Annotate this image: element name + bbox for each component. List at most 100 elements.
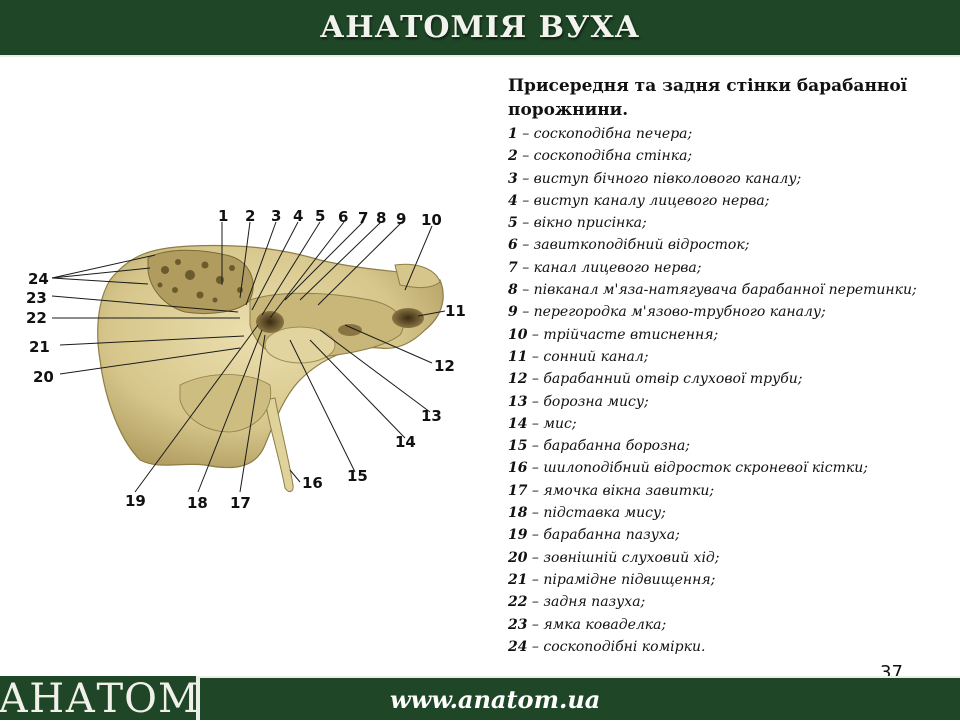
legend-text: – барабанна борозна; bbox=[527, 438, 691, 455]
figure-label-5: 5 bbox=[315, 207, 325, 225]
legend-text: – зовнішній слуховий хід; bbox=[527, 549, 720, 566]
legend-text: – півканал м'яза-натягувача барабанної п… bbox=[517, 282, 917, 299]
legend-text: – барабанний отвір слухової труби; bbox=[527, 371, 803, 388]
legend-item: 13 – борозна мису; bbox=[508, 391, 958, 413]
legend-text: – канал лицевого нерва; bbox=[517, 259, 702, 276]
legend-item: 7 – канал лицевого нерва; bbox=[508, 257, 958, 279]
legend-text: – виступ каналу лицевого нерва; bbox=[517, 192, 770, 209]
figure-label-2: 2 bbox=[245, 207, 255, 225]
figure-label-20: 20 bbox=[33, 368, 54, 386]
legend-number: 18 bbox=[508, 505, 528, 522]
legend-number: 16 bbox=[508, 460, 528, 477]
legend-text: – борозна мису; bbox=[527, 393, 649, 410]
legend-number: 22 bbox=[508, 594, 528, 611]
figure-label-10: 10 bbox=[421, 211, 442, 229]
figure-label-9: 9 bbox=[396, 210, 406, 228]
figure-label-17: 17 bbox=[230, 494, 251, 512]
legend-item: 24 – соскоподібні комірки. bbox=[508, 636, 958, 658]
temporal-bone-illustration: 1 2 3 4 5 6 7 8 9 10 11 12 13 14 15 16 1… bbox=[26, 207, 466, 512]
legend-text: – сонний канал; bbox=[527, 348, 649, 365]
figure-label-13: 13 bbox=[421, 407, 442, 425]
tympanic-part bbox=[179, 374, 272, 433]
legend-item: 12 – барабанний отвір слухової труби; bbox=[508, 368, 958, 390]
legend-number: 11 bbox=[508, 348, 528, 365]
legend-item: 8 – півканал м'яза-натягувача барабанної… bbox=[508, 279, 958, 301]
legend-list: 1 – соскоподібна печера;2 – соскоподібна… bbox=[508, 123, 958, 658]
figure-label-3: 3 bbox=[271, 207, 281, 225]
legend-number: 12 bbox=[508, 371, 528, 388]
legend-number: 4 bbox=[508, 192, 518, 209]
figure-label-8: 8 bbox=[376, 209, 386, 227]
legend-text: – соскоподібна печера; bbox=[517, 126, 693, 142]
legend-item: 1 – соскоподібна печера; bbox=[508, 123, 958, 145]
figure-label-19: 19 bbox=[125, 492, 146, 510]
figure-label-11: 11 bbox=[445, 302, 466, 320]
legend-item: 16 – шилоподібний відросток скроневої кі… bbox=[508, 457, 958, 479]
legend-number: 13 bbox=[508, 393, 528, 410]
figure-label-18: 18 bbox=[187, 494, 208, 512]
legend-number: 1 bbox=[508, 126, 518, 142]
legend-item: 20 – зовнішній слуховий хід; bbox=[508, 547, 958, 569]
legend-text: – соскоподібна стінка; bbox=[517, 148, 693, 165]
legend-text: – підставка мису; bbox=[527, 505, 666, 522]
figure-label-4: 4 bbox=[293, 207, 303, 225]
legend-number: 7 bbox=[508, 259, 518, 276]
anatom-logo: АНАТОМ bbox=[0, 676, 200, 722]
legend-text: – виступ бічного півколового каналу; bbox=[517, 170, 802, 187]
legend-number: 24 bbox=[508, 638, 528, 655]
legend-item: 22 – задня пазуха; bbox=[508, 591, 958, 613]
legend-number: 14 bbox=[508, 415, 528, 432]
figure-label-23: 23 bbox=[26, 289, 47, 307]
figure-label-1: 1 bbox=[218, 207, 228, 225]
legend-number: 6 bbox=[508, 237, 518, 254]
figure-label-14: 14 bbox=[395, 433, 416, 451]
legend-text: – барабанна пазуха; bbox=[527, 527, 680, 544]
legend-item: 14 – мис; bbox=[508, 413, 958, 435]
legend-number: 21 bbox=[508, 571, 528, 588]
legend-number: 15 bbox=[508, 438, 528, 455]
legend-number: 10 bbox=[508, 326, 528, 343]
oval-window bbox=[256, 311, 284, 333]
legend-item: 19 – барабанна пазуха; bbox=[508, 524, 958, 546]
legend-text: – ямочка вікна завитки; bbox=[527, 482, 715, 499]
legend-number: 20 bbox=[508, 549, 528, 566]
figure-label-16: 16 bbox=[302, 474, 323, 492]
tube-opening bbox=[338, 324, 362, 336]
legend-item: 21 – пірамідне підвищення; bbox=[508, 569, 958, 591]
temporal-bone-figure: 1 2 3 4 5 6 7 8 9 10 11 12 13 14 15 16 1… bbox=[0, 190, 500, 520]
legend-item: 15 – барабанна борозна; bbox=[508, 435, 958, 457]
figure-label-12: 12 bbox=[434, 357, 455, 375]
logo-text: АНАТОМ bbox=[0, 676, 200, 720]
legend-item: 5 – вікно присінка; bbox=[508, 212, 958, 234]
legend-text: – пірамідне підвищення; bbox=[527, 571, 716, 588]
figure-label-15: 15 bbox=[347, 467, 368, 485]
legend-item: 17 – ямочка вікна завитки; bbox=[508, 480, 958, 502]
legend-text: – мис; bbox=[527, 415, 577, 432]
legend-text: – вікно присінка; bbox=[517, 215, 647, 232]
promontory bbox=[264, 326, 336, 364]
styloid-process bbox=[264, 397, 294, 493]
legend-item: 2 – соскоподібна стінка; bbox=[508, 145, 958, 167]
carotid-canal bbox=[392, 308, 424, 328]
legend-text: – ямка коваделка; bbox=[527, 616, 667, 633]
legend-number: 17 bbox=[508, 482, 528, 499]
legend-number: 19 bbox=[508, 527, 528, 544]
legend-item: 18 – підставка мису; bbox=[508, 502, 958, 524]
website-link[interactable]: www.anatom.ua bbox=[390, 685, 601, 714]
legend-number: 2 bbox=[508, 148, 518, 165]
figure-label-6: 6 bbox=[338, 208, 348, 226]
legend-item: 3 – виступ бічного півколового каналу; bbox=[508, 168, 958, 190]
legend-text: – соскоподібні комірки. bbox=[527, 638, 706, 655]
page-title: АНАТОМІЯ ВУХА bbox=[319, 10, 641, 45]
leader-lines bbox=[51, 221, 446, 493]
figure-label-22: 22 bbox=[26, 309, 47, 327]
petrous-apex bbox=[394, 263, 441, 289]
legend-item: 23 – ямка коваделка; bbox=[508, 614, 958, 636]
legend-text: – задня пазуха; bbox=[527, 594, 646, 611]
legend-number: 3 bbox=[508, 170, 518, 187]
legend-text: – трійчасте втиснення; bbox=[527, 326, 719, 343]
legend-item: 4 – виступ каналу лицевого нерва; bbox=[508, 190, 958, 212]
header-bar: АНАТОМІЯ ВУХА bbox=[0, 0, 960, 57]
figure-caption: Присередня та задня стінки барабанної по… bbox=[508, 74, 958, 658]
caption-title: Присередня та задня стінки барабанної по… bbox=[508, 76, 908, 120]
